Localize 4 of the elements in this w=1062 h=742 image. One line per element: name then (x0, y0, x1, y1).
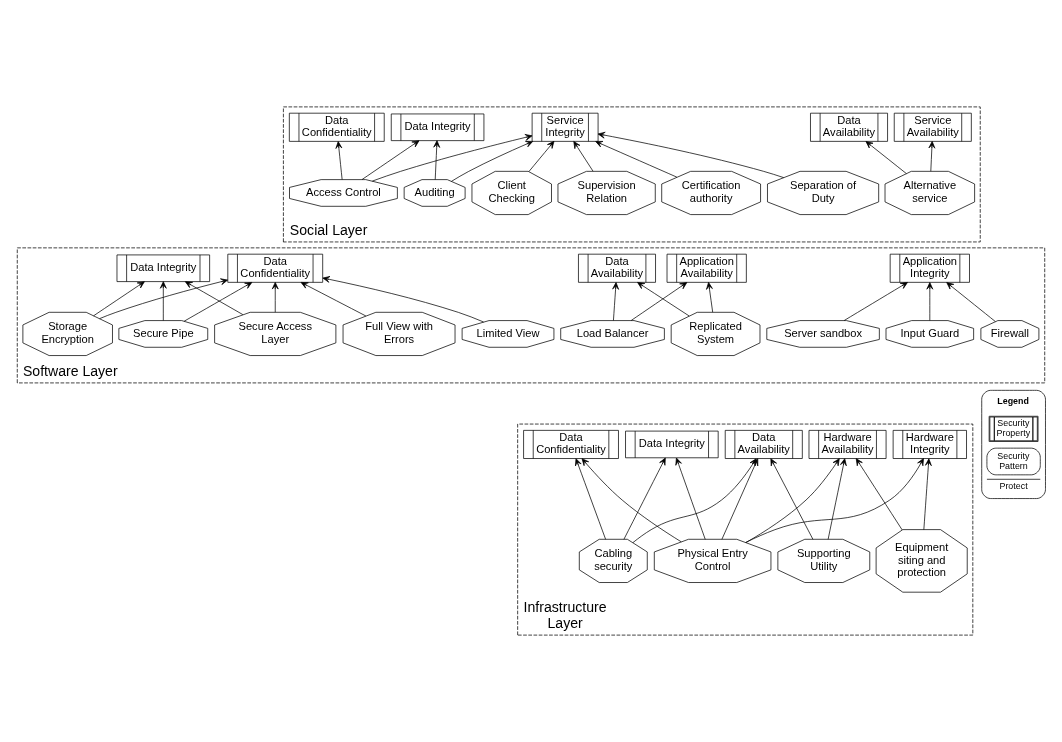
legend-label: Protect (999, 480, 1028, 491)
legend-label: Security Property (996, 418, 1031, 438)
legend-label: Security Pattern (997, 450, 1030, 471)
label: Legend (997, 396, 1029, 407)
